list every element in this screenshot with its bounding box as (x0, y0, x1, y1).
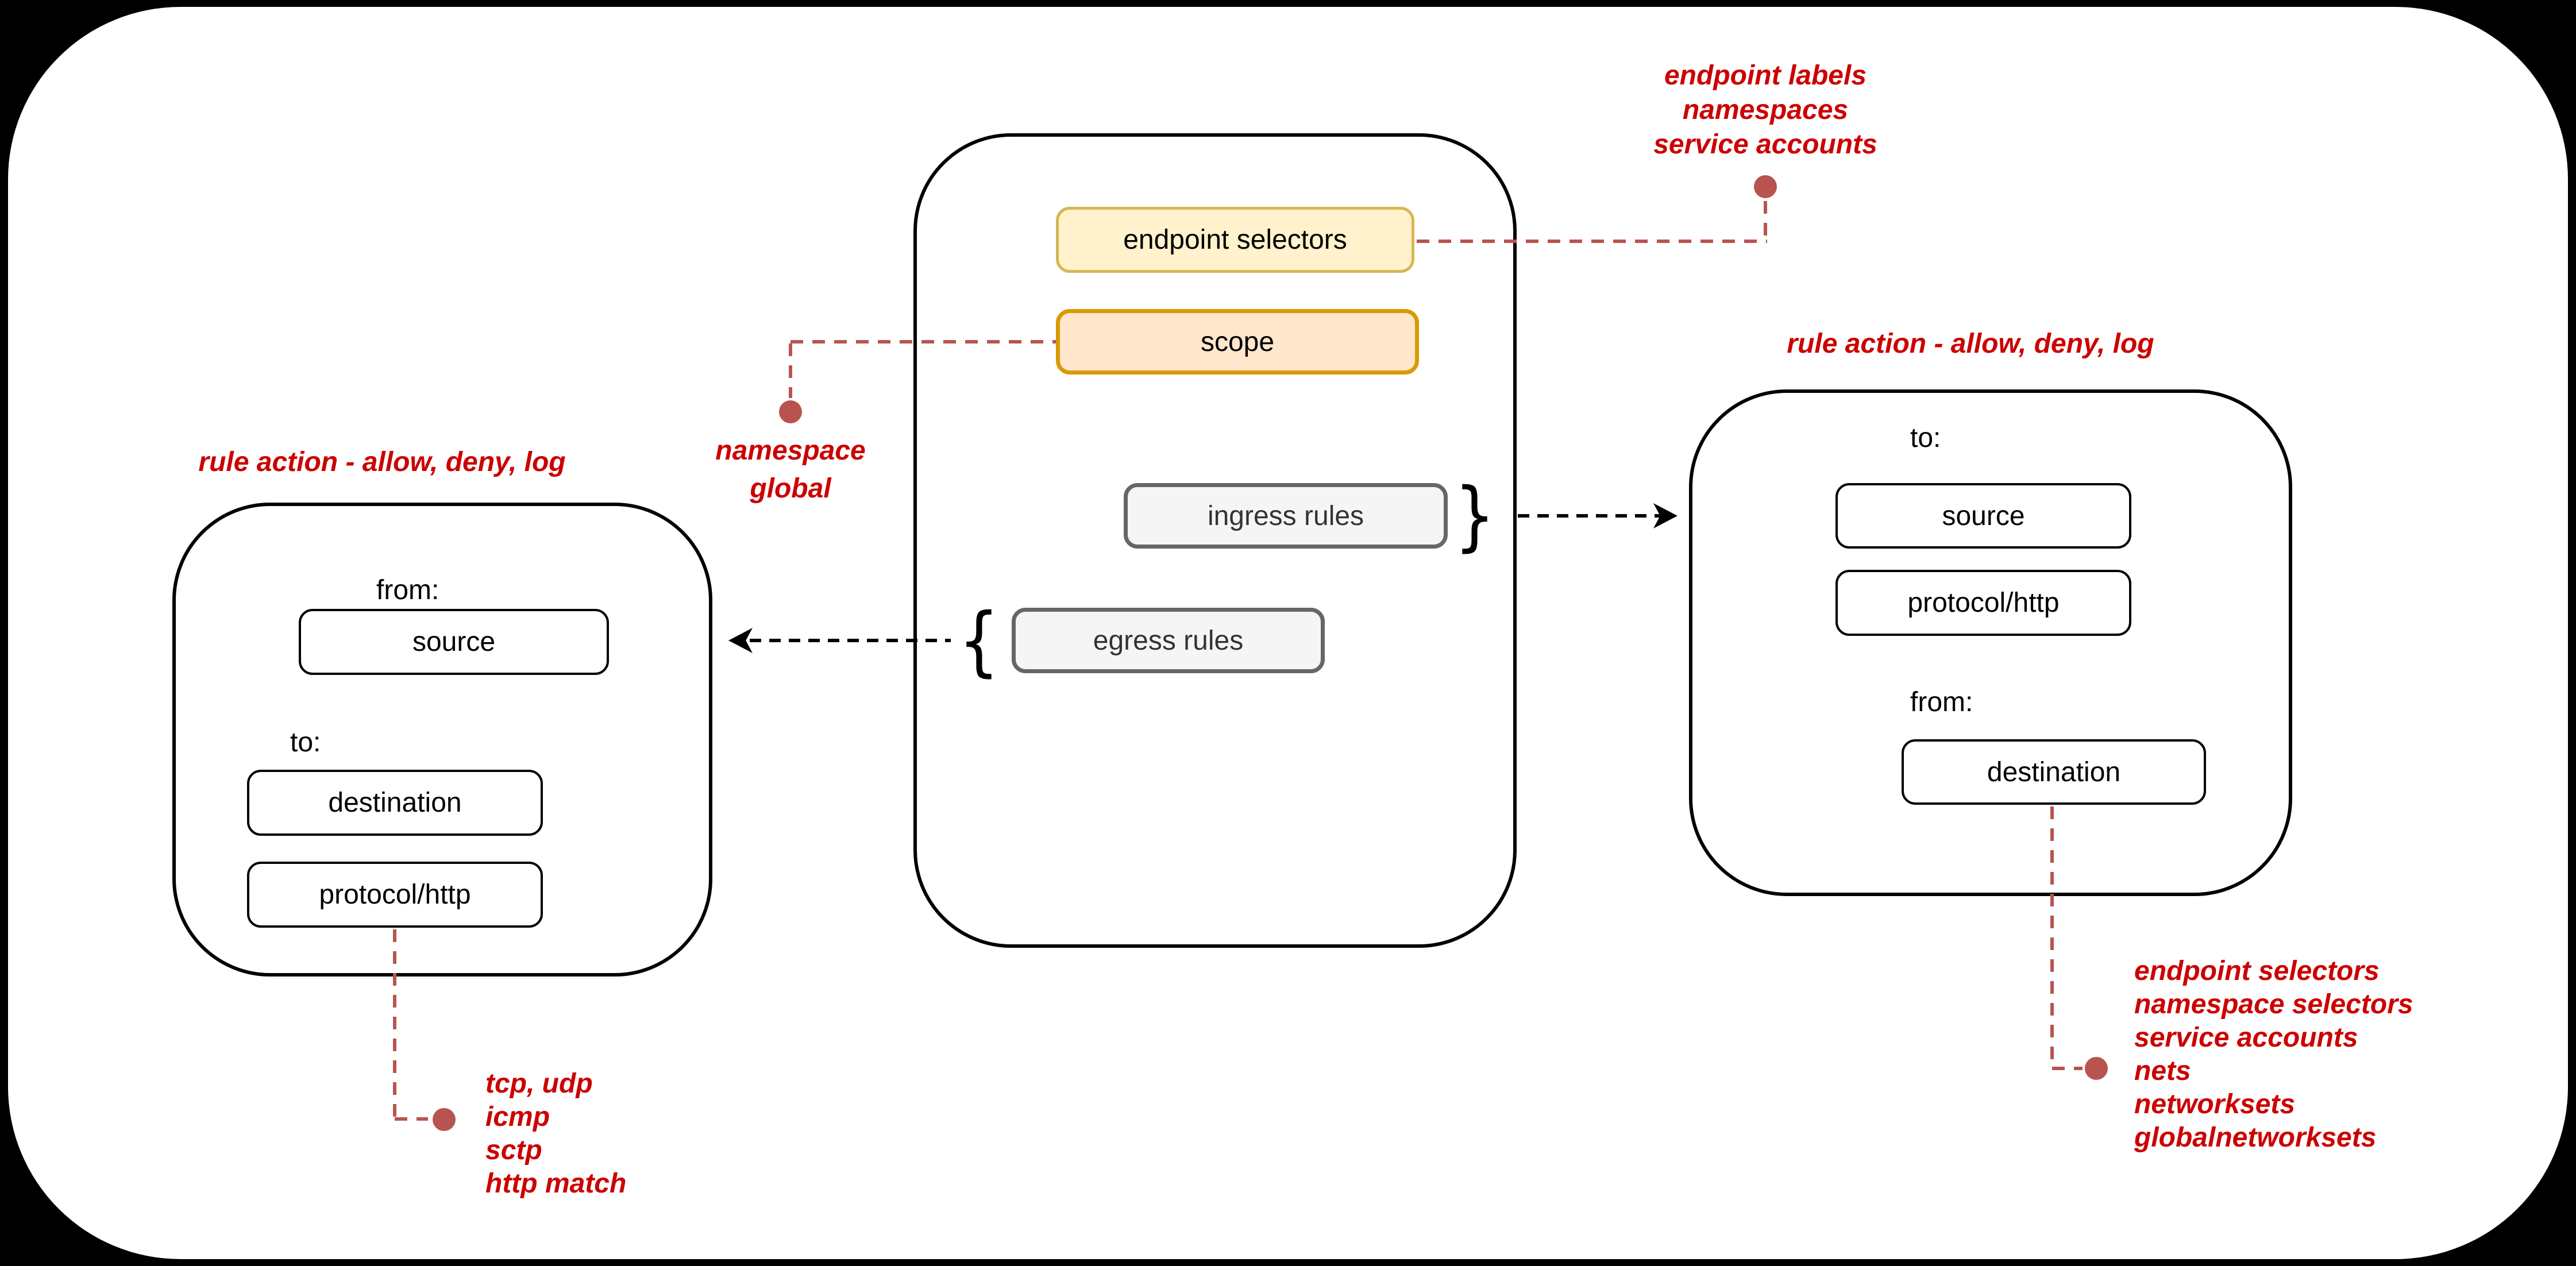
egress-protocol-box: protocol/http (247, 862, 543, 928)
destination-connector-h (2052, 1067, 2083, 1070)
destination-connector-v (2050, 806, 2054, 1068)
ingress-arrow-line (1518, 514, 1661, 518)
egress-rules-label: egress rules (1093, 625, 1244, 656)
destination-note-dot-icon (2085, 1057, 2108, 1080)
ingress-protocol-box: protocol/http (1835, 570, 2131, 636)
egress-from-label: from: (376, 575, 439, 605)
note-line: nets (2134, 1056, 2191, 1086)
ingress-close-brace: } (1454, 472, 1495, 560)
endpoint-selectors-note: endpoint labels namespaces service accou… (1593, 59, 1938, 162)
note-line: tcp, udp (485, 1068, 593, 1099)
note-line: globalnetworksets (2134, 1122, 2377, 1153)
ingress-rules-label: ingress rules (1207, 500, 1364, 531)
ingress-from-label: from: (1910, 687, 1973, 717)
egress-destination-label: destination (328, 788, 462, 818)
ingress-source-box: source (1835, 483, 2131, 549)
ingress-rules-box: ingress rules (1124, 483, 1448, 549)
note-line: service accounts (1653, 129, 1877, 160)
endpoint-selectors-connector-h (1417, 240, 1767, 243)
note-line: namespace selectors (2134, 989, 2413, 1020)
note-line: service accounts (2134, 1022, 2358, 1053)
scope-label: scope (1200, 326, 1275, 357)
scope-connector-h (790, 340, 1056, 343)
scope-note: namespace global (618, 432, 963, 508)
ingress-to-label: to: (1910, 423, 1941, 453)
egress-rules-box: egress rules (1012, 608, 1325, 673)
scope-note-dot-icon (779, 400, 802, 423)
note-line: sctp (485, 1135, 542, 1165)
note-line: namespaces (1682, 95, 1849, 125)
ingress-rule-detail-box (1689, 389, 2292, 896)
egress-open-brace: { (958, 597, 1000, 685)
note-line: endpoint labels (1664, 60, 1867, 91)
egress-destination-box: destination (247, 770, 543, 836)
ingress-source-label: source (1942, 500, 2025, 531)
protocol-connector-v (393, 929, 396, 1119)
protocol-note: tcp, udp icmp sctp http match (485, 1067, 626, 1201)
destination-note: endpoint selectors namespace selectors s… (2134, 955, 2413, 1155)
note-line: global (750, 473, 831, 504)
endpoint-selectors-box: endpoint selectors (1056, 207, 1414, 273)
note-line: endpoint selectors (2134, 956, 2380, 986)
egress-to-label: to: (290, 727, 321, 758)
note-line: icmp (485, 1102, 550, 1132)
egress-source-label: source (412, 627, 496, 657)
ingress-destination-label: destination (1987, 756, 2121, 788)
egress-source-box: source (299, 609, 609, 675)
scope-box: scope (1056, 309, 1419, 375)
scope-connector-v (789, 343, 792, 398)
note-line: http match (485, 1168, 627, 1199)
protocol-connector-h (395, 1117, 428, 1121)
endpoint-selectors-note-dot-icon (1754, 175, 1777, 198)
egress-protocol-label: protocol/http (319, 879, 471, 910)
ingress-protocol-label: protocol/http (1907, 588, 2060, 618)
ingress-destination-box: destination (1902, 739, 2206, 805)
protocol-note-dot-icon (433, 1108, 456, 1131)
egress-rule-title: rule action - allow, deny, log (198, 447, 566, 477)
ingress-rule-title: rule action - allow, deny, log (1787, 329, 2154, 359)
note-line: namespace (715, 435, 866, 466)
note-line: networksets (2134, 1089, 2296, 1120)
endpoint-selectors-connector-v (1764, 201, 1767, 241)
egress-arrow-line (750, 639, 951, 642)
endpoint-selectors-label: endpoint selectors (1123, 225, 1347, 255)
